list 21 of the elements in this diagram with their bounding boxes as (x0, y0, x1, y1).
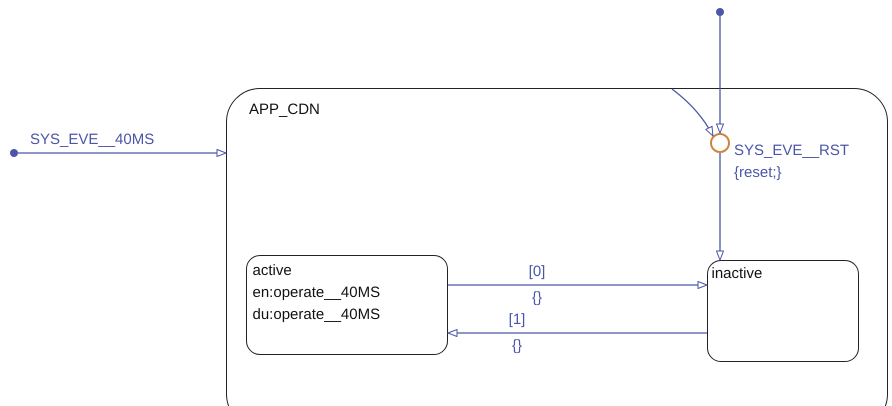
state-box (706, 260, 858, 362)
junction-circle (710, 132, 730, 152)
transition-arrow (716, 16, 724, 134)
edge-label: SYS_EVE__40MS (30, 130, 156, 150)
initial-dot (716, 8, 724, 16)
initial-dot (10, 149, 18, 157)
transition-arrow (18, 149, 226, 157)
transition-arrow (448, 329, 707, 337)
state-box (226, 88, 888, 406)
state-name: APP_CDN (249, 100, 321, 120)
edge-label: SYS_EVE__RST {reset;} (734, 141, 850, 183)
state-action: du:operate__40MS (252, 304, 382, 324)
transition-arrow (448, 281, 708, 289)
state-action: en:operate__40MS (252, 282, 382, 302)
edge-label: [1] {} (508, 310, 526, 356)
state-name: inactive (712, 264, 764, 284)
state-box (246, 254, 448, 354)
transition-arrow (672, 88, 714, 136)
transition-arrow (716, 153, 724, 260)
edge-label: [0] {} (528, 262, 546, 308)
state-name: active (252, 260, 293, 280)
